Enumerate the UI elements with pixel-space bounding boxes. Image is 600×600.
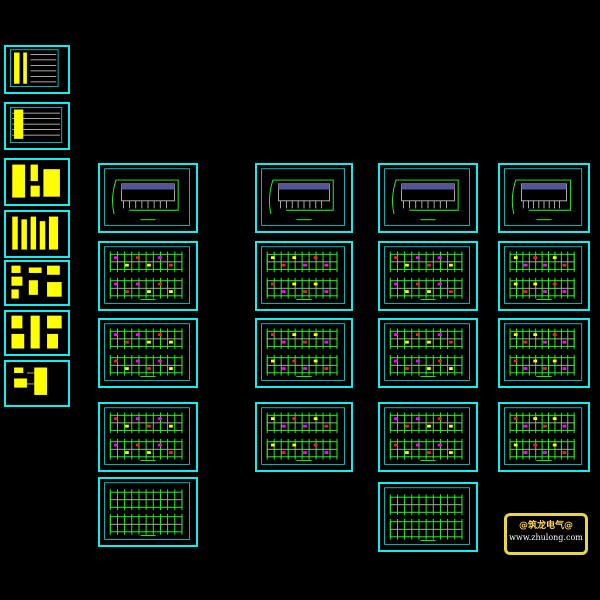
sheet-schedule-1[interactable] [4,45,70,94]
floor-plan-sheet[interactable] [498,241,590,311]
sheet-system-diagram-2[interactable] [4,210,70,258]
floor-plan-drawing [104,246,190,304]
floor-plan-sheet[interactable] [378,482,478,552]
floor-plan-sheet[interactable] [98,402,198,472]
floor-plan-sheet[interactable] [498,318,590,388]
site-plan-drawing [384,168,470,226]
watermark-url: www.zhulong.com [509,533,583,542]
floor-plan-drawing [504,246,583,304]
floor-plan-drawing [104,482,190,540]
site-plan-drawing [104,168,190,226]
floor-plan-sheet[interactable] [255,318,353,388]
floor-plan-sheet[interactable] [255,163,353,233]
sheet-system-diagram-4[interactable] [4,310,70,356]
watermark-title: @筑龙电气@ [518,521,573,531]
floor-plan-drawing [384,487,470,545]
system-diagram-drawing [11,265,62,299]
sheet-schedule-2[interactable] [4,102,70,150]
floor-plan-sheet[interactable] [98,477,198,547]
floor-plan-drawing [261,323,345,381]
floor-plan-sheet[interactable] [378,163,478,233]
system-diagram-drawing [12,164,60,198]
floor-plan-sheet[interactable] [98,318,198,388]
schedule-drawing [10,107,63,143]
sheet-system-diagram-5[interactable] [4,360,70,407]
zhulong-watermark-logo: @筑龙电气@ www.zhulong.com [504,513,588,555]
floor-plan-drawing [384,323,470,381]
floor-plan-drawing [504,407,583,465]
floor-plan-sheet[interactable] [498,402,590,472]
floor-plan-sheet[interactable] [98,241,198,311]
system-diagram-drawing [11,315,62,349]
site-plan-drawing [261,168,345,226]
floor-plan-sheet[interactable] [378,318,478,388]
floor-plan-sheet[interactable] [255,402,353,472]
floor-plan-drawing [261,246,345,304]
floor-plan-drawing [384,407,470,465]
sheet-system-diagram-3[interactable] [4,260,70,306]
floor-plan-drawing [104,323,190,381]
floor-plan-sheet[interactable] [498,163,590,233]
floor-plan-drawing [384,246,470,304]
floor-plan-drawing [104,407,190,465]
sheet-system-diagram-1[interactable] [4,158,70,206]
system-diagram-drawing [14,367,48,395]
system-diagram-drawing [12,216,59,250]
floor-plan-sheet[interactable] [255,241,353,311]
site-plan-drawing [504,168,583,226]
floor-plan-sheet[interactable] [98,163,198,233]
floor-plan-sheet[interactable] [378,402,478,472]
floor-plan-drawing [261,407,345,465]
schedule-drawing [9,49,59,87]
floor-plan-drawing [504,323,583,381]
floor-plan-sheet[interactable] [378,241,478,311]
